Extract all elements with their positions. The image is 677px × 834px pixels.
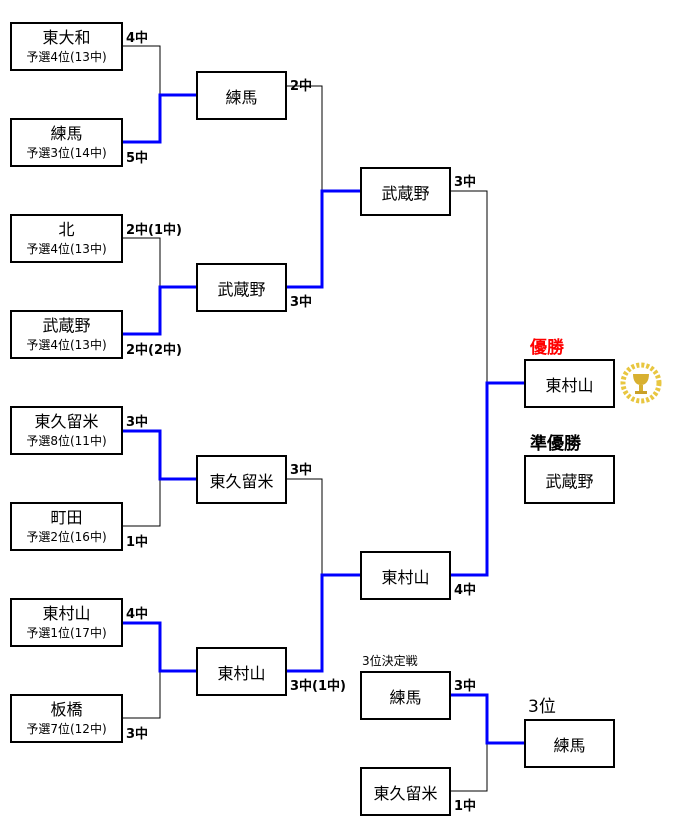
score: 1中 xyxy=(454,799,477,814)
team-seed: 予選1位(17中) xyxy=(26,625,107,640)
score: 3中(1中) xyxy=(290,679,346,694)
team-name: 東久留米 xyxy=(34,411,99,431)
team-box: 東村山 xyxy=(360,551,451,600)
score: 4中 xyxy=(454,583,477,598)
runner-up-box: 武蔵野 xyxy=(524,455,615,504)
line-winner xyxy=(450,693,524,745)
trophy-icon xyxy=(620,362,662,404)
team-box: 東久留米予選8位(11中) xyxy=(10,406,123,455)
line-winner xyxy=(122,93,196,144)
team-seed: 予選3位(14中) xyxy=(26,145,107,160)
team-box: 武蔵野 xyxy=(360,167,451,216)
team-seed: 予選7位(12中) xyxy=(26,721,107,736)
score: 3中 xyxy=(290,463,313,478)
line-loser xyxy=(122,671,161,719)
team-box: 東久留米 xyxy=(196,455,287,504)
score: 2中(1中) xyxy=(126,223,182,238)
line-loser xyxy=(122,45,161,95)
team-name: 町田 xyxy=(50,507,83,527)
line-winner xyxy=(450,381,524,577)
line-loser xyxy=(286,478,323,575)
line-loser xyxy=(122,237,161,287)
team-box: 東村山予選1位(17中) xyxy=(10,598,123,647)
line-loser xyxy=(122,479,161,527)
champion-box: 東村山 xyxy=(524,359,615,408)
score: 3中 xyxy=(126,415,149,430)
team-name: 板橋 xyxy=(50,699,83,719)
team-seed: 予選4位(13中) xyxy=(26,241,107,256)
runner-up-label: 準優勝 xyxy=(530,434,581,454)
team-name: 練馬 xyxy=(50,123,83,143)
line-loser xyxy=(450,743,488,792)
team-box: 町田予選2位(16中) xyxy=(10,502,123,551)
team-box: 武蔵野 xyxy=(196,263,287,312)
team-seed: 予選4位(13中) xyxy=(26,49,107,64)
team-box: 東久留米 xyxy=(360,767,451,816)
champion-label: 優勝 xyxy=(530,338,564,358)
team-name: 東村山 xyxy=(42,603,91,623)
team-box: 板橋予選7位(12中) xyxy=(10,694,123,743)
team-box: 東村山 xyxy=(196,647,287,696)
team-name: 武蔵野 xyxy=(42,315,91,335)
line-winner xyxy=(122,621,196,673)
score: 3中 xyxy=(454,175,477,190)
score: 3中 xyxy=(126,727,149,742)
team-seed: 予選2位(16中) xyxy=(26,529,107,544)
score: 2中(2中) xyxy=(126,343,182,358)
team-box: 練馬 xyxy=(196,71,287,120)
score: 4中 xyxy=(126,31,149,46)
line-winner xyxy=(122,285,196,336)
third-place-box: 練馬 xyxy=(524,719,615,768)
team-name: 東大和 xyxy=(42,27,91,47)
score: 1中 xyxy=(126,535,149,550)
line-winner xyxy=(286,189,360,289)
team-seed: 予選8位(11中) xyxy=(26,433,107,448)
team-box: 北予選4位(13中) xyxy=(10,214,123,263)
team-box: 練馬予選3位(14中) xyxy=(10,118,123,167)
line-winner xyxy=(286,573,360,673)
score: 5中 xyxy=(126,151,149,166)
team-box: 東大和予選4位(13中) xyxy=(10,22,123,71)
team-box: 練馬 xyxy=(360,671,451,720)
team-seed: 予選4位(13中) xyxy=(26,337,107,352)
line-winner xyxy=(122,429,196,481)
line-loser xyxy=(450,190,488,383)
score: 3中 xyxy=(454,679,477,694)
team-box: 武蔵野予選4位(13中) xyxy=(10,310,123,359)
score: 3中 xyxy=(290,295,313,310)
third-place-label: 3位 xyxy=(528,697,556,717)
line-loser xyxy=(286,85,323,191)
score: 4中 xyxy=(126,607,149,622)
third-place-match-title: 3位決定戦 xyxy=(362,654,418,668)
team-name: 北 xyxy=(58,219,75,239)
score: 2中 xyxy=(290,79,313,94)
